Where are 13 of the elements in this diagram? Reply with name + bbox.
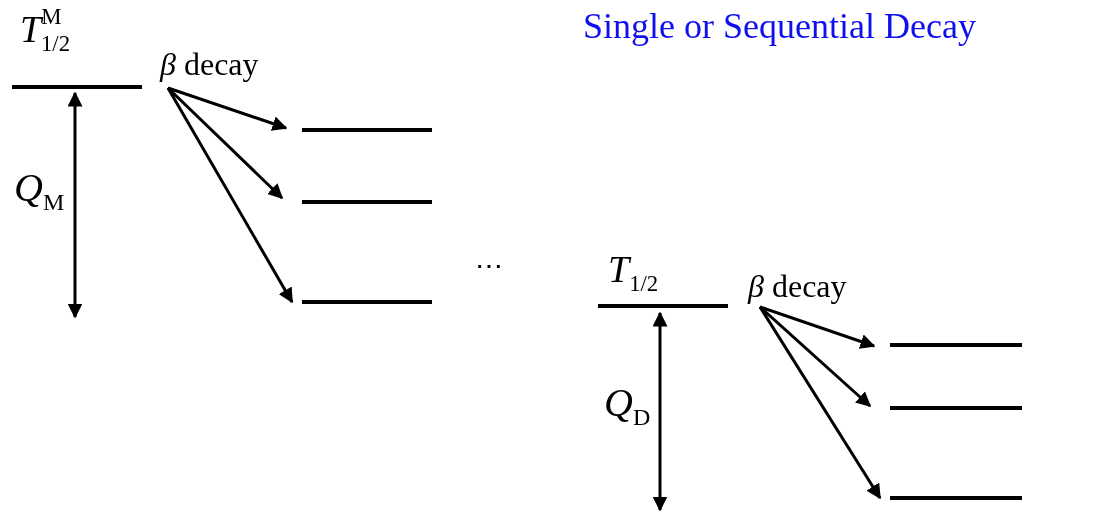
arrow (759, 305, 872, 408)
ellipsis: ⋯ (475, 252, 503, 280)
arrow (166, 86, 284, 200)
arrow (167, 86, 288, 131)
arrow (758, 306, 882, 500)
decay-label: β decay (748, 270, 847, 302)
decay-label: β decay (160, 48, 259, 80)
arrow (759, 305, 876, 349)
q-value-label: Q$_{M}$ (14, 168, 65, 214)
title: Single or Sequential Decay (583, 8, 976, 44)
q-value-label: Q$_{D}$ (604, 383, 651, 429)
arrow (166, 87, 294, 304)
half-life-label: T$_{1/2}$ (608, 250, 659, 296)
